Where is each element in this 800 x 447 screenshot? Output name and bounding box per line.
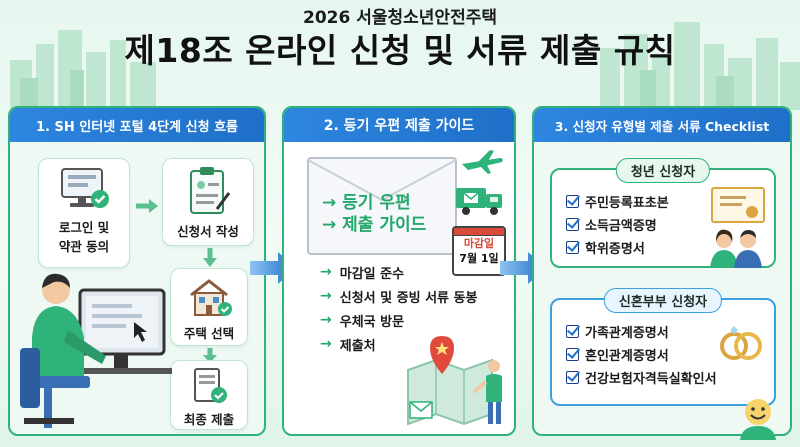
guide-item-text: 우체국 방문	[339, 314, 405, 330]
youth-checklist: 주민등록표초본 소득금액증명 학위증명서	[566, 190, 669, 259]
map-mail-person-illustration	[407, 336, 502, 426]
step-select-house: 주택 선택	[170, 268, 248, 346]
checklist-item: 소득금액증명	[566, 213, 669, 236]
checklist-item: 주민등록표초본	[566, 190, 669, 213]
list-item: → 마감일 준수	[320, 260, 477, 284]
certificate-icon	[711, 187, 765, 223]
newlywed-checklist: 가족관계증명서 혼인관계증명서 건강보험자격득실확인서	[566, 320, 717, 389]
guide-item-text: 신청서 및 증빙 서류 동봉	[339, 290, 478, 306]
house-check-icon	[190, 279, 232, 316]
deadline-calendar: 마감일 7월 1일	[452, 226, 506, 276]
step-login-label-2: 약관 동의	[58, 239, 110, 254]
list-item: → 우체국 방문	[320, 308, 477, 332]
checklist-item: 건강보험자격득실확인서	[566, 366, 717, 389]
calendar-line2: 7월 1일	[459, 252, 499, 265]
step-final-submit: 최종 제출	[170, 360, 248, 430]
envelope-icon	[307, 157, 457, 255]
step-login-agree: 로그인 및 약관 동의	[38, 158, 130, 268]
checkbox-checked-icon	[566, 218, 579, 231]
calendar-line1: 마감일	[463, 237, 495, 250]
newlywed-applicant-group: 신혼부부 신청자 가족관계증명서 혼인관계증명서 건강보험자격득실확인서	[550, 288, 776, 406]
step-submit-label: 최종 제출	[183, 412, 235, 427]
youth-group-label: 청년 신청자	[615, 158, 711, 183]
panel-2-header: 2. 등기 우편 제출 가이드	[284, 108, 514, 142]
person-at-computer-illustration	[20, 273, 172, 428]
step-house-label: 주택 선택	[183, 326, 235, 341]
youth-applicant-group: 청년 신청자 주민등록표초본 소득금액증명 학위증명서	[550, 158, 776, 268]
panel-1-header: 1. SH 인터넷 포털 4단계 신청 흐름	[10, 108, 264, 142]
step-login-label-1: 로그인 및	[58, 220, 110, 235]
panel-3-header: 3. 신청자 유형별 제출 서류 Checklist	[534, 108, 790, 142]
arrow-icon: →	[320, 264, 332, 280]
city-skyline-background	[10, 22, 800, 110]
panel-online-application: 1. SH 인터넷 포털 4단계 신청 흐름 로그인 및 약관 동의 신청서 작…	[8, 106, 266, 436]
checklist-item-text: 학위증명서	[585, 242, 645, 257]
step-arrow-down-icon	[203, 248, 217, 267]
checkbox-checked-icon	[566, 348, 579, 361]
checklist-item-text: 소득금액증명	[585, 219, 657, 234]
step-write-application: 신청서 작성	[162, 158, 254, 246]
checkbox-checked-icon	[566, 241, 579, 254]
clipboard-form-icon	[190, 167, 231, 214]
step-write-label: 신청서 작성	[177, 224, 239, 239]
step-arrow-right-icon	[136, 199, 158, 213]
arrow-icon: →	[320, 312, 332, 328]
guide-item-text: 제출처	[339, 338, 376, 354]
checklist-item-text: 주민등록표초본	[585, 196, 669, 211]
page-title: 제18조 온라인 신청 및 서류 제출 규칙	[124, 31, 676, 70]
checkbox-checked-icon	[566, 371, 579, 384]
youth-couple-icon	[710, 229, 762, 268]
checkbox-checked-icon	[566, 325, 579, 338]
monitor-check-icon	[61, 168, 109, 208]
mail-guide-list: → 마감일 준수 → 신청서 및 증빙 서류 동봉 → 우체국 방문 → 제출처	[320, 260, 477, 356]
checklist-item: 혼인관계증명서	[566, 343, 717, 366]
checklist-item-text: 건강보험자격득실확인서	[585, 372, 717, 387]
checklist-item: 학위증명서	[566, 236, 669, 259]
envelope-title-line2: 제출 가이드	[342, 215, 427, 235]
guide-item-text: 마감일 준수	[339, 266, 405, 282]
page-header: 2026 서울청소년안전주택 제18조 온라인 신청 및 서류 제출 규칙	[0, 6, 800, 72]
panel-registered-mail: 2. 등기 우편 제출 가이드 → 등기 우편 → 제출 가이드 마감일 7월 …	[282, 106, 516, 436]
wedding-rings-icon	[720, 326, 762, 360]
airplane-icon	[462, 150, 503, 174]
checklist-item: 가족관계증명서	[566, 320, 717, 343]
envelope-title: → 등기 우편 → 제출 가이드	[322, 193, 427, 235]
step-arrow-down-icon-2	[203, 348, 217, 363]
panel-document-checklist: 3. 신청자 유형별 제출 서류 Checklist 청년 신청자 주민등록표초…	[532, 106, 792, 436]
envelope-title-line1: 등기 우편	[342, 193, 411, 213]
arrow-icon: →	[320, 336, 332, 352]
list-item: → 제출처	[320, 332, 477, 356]
newlywed-group-label: 신혼부부 신청자	[603, 288, 723, 313]
list-item: → 신청서 및 증빙 서류 동봉	[320, 284, 477, 308]
smiling-mascot-icon	[740, 399, 776, 440]
checklist-item-text: 혼인관계증명서	[585, 349, 669, 364]
arrow-icon: →	[320, 288, 332, 304]
delivery-truck-icon	[456, 188, 502, 215]
checklist-item-text: 가족관계증명서	[585, 326, 669, 341]
paper-check-icon	[194, 368, 227, 403]
checkbox-checked-icon	[566, 195, 579, 208]
page-subtitle: 2026 서울청소년안전주택	[303, 8, 497, 28]
